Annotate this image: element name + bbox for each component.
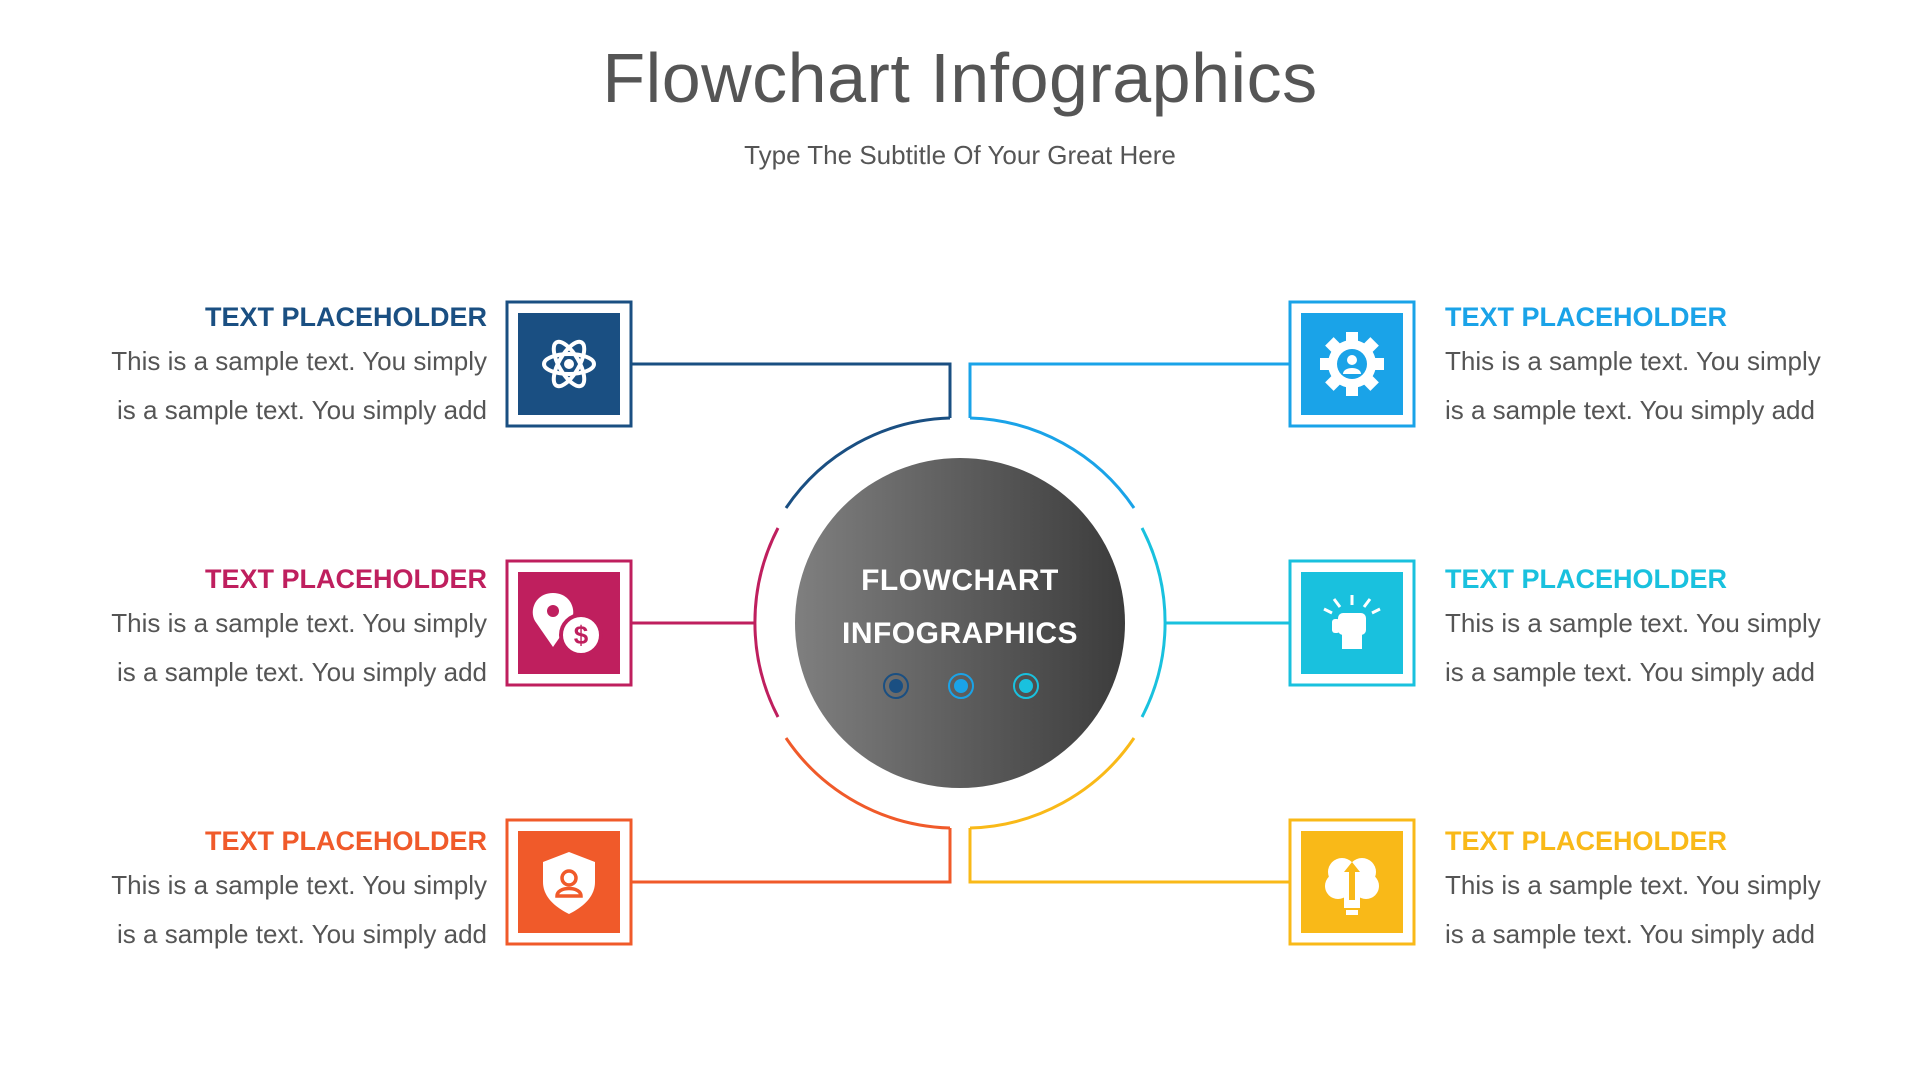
dot-sky <box>948 673 974 699</box>
item-text-line1: This is a sample text. You simply <box>111 346 487 376</box>
dot-cyan <box>1013 673 1039 699</box>
item-text-line1: This is a sample text. You simply <box>111 870 487 900</box>
item-text-line2: is a sample text. You simply add <box>117 395 487 425</box>
item-block-4: TEXT PLACEHOLDER This is a sample text. … <box>1445 297 1885 435</box>
item-heading: TEXT PLACEHOLDER <box>204 564 487 594</box>
page-subtitle: Type The Subtitle Of Your Great Here <box>744 140 1176 170</box>
ring-arc-yellow <box>969 737 1136 830</box>
center-circle <box>795 458 1125 788</box>
ring-arc-cyan <box>1140 527 1167 718</box>
item-text-line2: is a sample text. You simply add <box>1445 919 1815 949</box>
item-text-line1: This is a sample text. You simply <box>1445 870 1821 900</box>
connector-navy <box>630 362 952 418</box>
item-block-5: TEXT PLACEHOLDER This is a sample text. … <box>1445 559 1885 697</box>
connector-sky <box>968 362 1290 418</box>
user-shield-icon <box>543 852 595 914</box>
item-text-line1: This is a sample text. You simply <box>1445 346 1821 376</box>
center-title-line1: FLOWCHART <box>861 564 1059 597</box>
item-text-line1: This is a sample text. You simply <box>111 608 487 638</box>
item-heading: TEXT PLACEHOLDER <box>204 826 487 856</box>
item-heading: TEXT PLACEHOLDER <box>1445 302 1728 332</box>
item-text-line1: This is a sample text. You simply <box>1445 608 1821 638</box>
gear-user-icon <box>1320 332 1384 396</box>
item-text-line2: is a sample text. You simply add <box>1445 395 1815 425</box>
item-block-6: TEXT PLACEHOLDER This is a sample text. … <box>1445 821 1885 959</box>
item-text-line2: is a sample text. You simply add <box>117 657 487 687</box>
item-block-1: TEXT PLACEHOLDER This is a sample text. … <box>47 297 487 435</box>
svg-text:$: $ <box>574 620 589 650</box>
connector-yellow <box>968 828 1290 884</box>
item-heading: TEXT PLACEHOLDER <box>1445 564 1728 594</box>
ring-arc-orange <box>784 737 951 830</box>
location-dollar-icon: $ <box>532 593 603 657</box>
item-block-3: TEXT PLACEHOLDER This is a sample text. … <box>47 821 487 959</box>
connector-orange <box>630 828 952 884</box>
dot-navy <box>883 673 909 699</box>
ring-arc-crimson <box>753 527 780 718</box>
center-title-line2: INFOGRAPHICS <box>841 617 1078 650</box>
raised-fist-icon <box>1323 595 1381 649</box>
item-block-2: TEXT PLACEHOLDER This is a sample text. … <box>47 559 487 697</box>
item-text-line2: is a sample text. You simply add <box>117 919 487 949</box>
brain-idea-icon <box>1325 858 1379 915</box>
item-text-line2: is a sample text. You simply add <box>1445 657 1815 687</box>
item-heading: TEXT PLACEHOLDER <box>1445 826 1728 856</box>
page-title: Flowchart Infographics <box>602 39 1318 117</box>
ring-arc-navy <box>784 416 951 509</box>
ring-arc-sky <box>969 416 1136 509</box>
item-heading: TEXT PLACEHOLDER <box>204 302 487 332</box>
